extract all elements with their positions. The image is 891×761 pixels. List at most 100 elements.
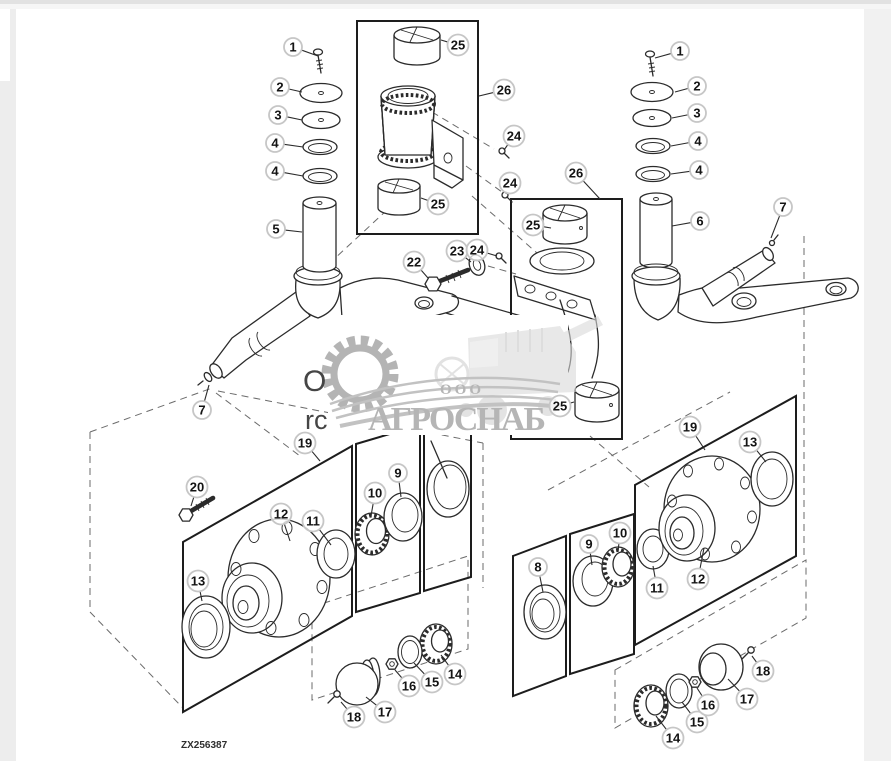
callout-number-11: 11 xyxy=(306,514,320,529)
hub-seal-13-right xyxy=(750,451,794,507)
callout-leader-18 xyxy=(340,701,348,710)
callout-leader-17 xyxy=(727,678,741,692)
cap-screw xyxy=(312,48,324,56)
knuckle-dome-right xyxy=(633,277,681,321)
callout-number-13: 13 xyxy=(743,435,757,450)
nut-16-left xyxy=(385,658,399,670)
callout-leader-25 xyxy=(420,197,429,202)
callout-ring-26 xyxy=(564,161,588,185)
callout-leader-19 xyxy=(311,450,321,462)
callout-ring-18 xyxy=(342,705,366,729)
callout-leader-22 xyxy=(420,269,429,279)
callout-ring-3 xyxy=(687,103,707,123)
hub-kit-box-19-left xyxy=(182,444,353,714)
callout-leader-8 xyxy=(539,575,544,593)
upper-cap-disc-right xyxy=(630,81,674,103)
bearing-cup-9-left xyxy=(383,492,423,542)
left-kingpin-stack xyxy=(299,48,343,273)
spindle-right xyxy=(701,249,776,307)
right-inset-box xyxy=(510,198,623,440)
callout-leader-9 xyxy=(589,552,593,566)
spindle-tip xyxy=(209,363,223,379)
callout-ring-14 xyxy=(661,726,685,750)
callout-number-4: 4 xyxy=(694,134,702,149)
callout-leader-15 xyxy=(413,662,426,675)
callout-leader-16 xyxy=(394,669,403,679)
callout-leader-16 xyxy=(696,687,703,697)
callout-ring-7 xyxy=(192,400,212,420)
callout-leader-17 xyxy=(365,696,378,706)
callout-ring-22 xyxy=(402,250,426,274)
callout-leader-9 xyxy=(398,481,402,498)
callout-ring-19 xyxy=(678,415,702,439)
callout-leader-13 xyxy=(756,449,767,463)
callout-ring-9 xyxy=(388,463,408,483)
callout-ring-6 xyxy=(690,211,710,231)
shim-disc-right xyxy=(632,108,672,128)
callout-number-24: 24 xyxy=(503,176,518,191)
callout-leader-10 xyxy=(370,503,374,517)
callout-number-17: 17 xyxy=(378,705,392,720)
callout-number-26: 26 xyxy=(569,166,583,181)
right-kingpin-assembly xyxy=(630,50,859,324)
knuckle-dome xyxy=(294,279,341,319)
callout-number-19: 19 xyxy=(298,436,312,451)
callout-number-22: 22 xyxy=(407,255,421,270)
callout-leader-14 xyxy=(655,715,668,731)
callout-number-7: 7 xyxy=(779,200,786,215)
callout-number-25: 25 xyxy=(526,218,540,233)
hub-kit-box-19-right xyxy=(634,394,797,647)
callout-number-20: 20 xyxy=(190,480,204,495)
swoosh-lines xyxy=(329,376,561,428)
callout-leader-25 xyxy=(440,39,449,43)
inset-frame xyxy=(356,20,479,235)
callout-number-4: 4 xyxy=(695,163,703,178)
hub-seal-13-left xyxy=(181,595,231,659)
callout-leader-3 xyxy=(286,116,303,121)
top-chrome-strip-light xyxy=(0,4,891,9)
right-bottom-dashed-box xyxy=(614,559,807,729)
callout-number-9: 9 xyxy=(585,537,592,552)
knuckle-bracket xyxy=(513,275,597,321)
callout-number-1: 1 xyxy=(289,40,296,55)
left-bottom-dashed-box xyxy=(311,555,469,701)
text-fragment-2: rc xyxy=(305,405,328,435)
callout-number-10: 10 xyxy=(368,486,382,501)
screw-24a xyxy=(498,147,506,155)
upper-cap-disc xyxy=(299,82,343,104)
callout-ring-19 xyxy=(293,431,317,455)
callout-number-15: 15 xyxy=(690,715,704,730)
callout-number-3: 3 xyxy=(274,108,281,123)
text-fragment-1: O xyxy=(303,365,326,398)
callout-leader-19 xyxy=(695,435,706,451)
callout-leader-12 xyxy=(699,547,705,569)
nut-16-right xyxy=(688,676,702,688)
gear-icon xyxy=(321,335,399,413)
callout-number-25: 25 xyxy=(553,399,567,414)
callout-number-18: 18 xyxy=(756,664,770,679)
left-hub-assembly xyxy=(178,407,472,714)
callout-leader-4 xyxy=(283,143,304,148)
callout-ring-16 xyxy=(696,693,720,717)
seal-box-right xyxy=(512,534,567,698)
callout-number-15: 15 xyxy=(425,675,439,690)
kingpin-boss-right xyxy=(631,266,681,286)
callout-number-1: 1 xyxy=(676,44,683,59)
bolt-22 xyxy=(424,276,442,292)
callout-ring-18 xyxy=(751,659,775,683)
callout-number-24: 24 xyxy=(470,243,485,258)
callout-number-17: 17 xyxy=(740,692,754,707)
callout-number-4: 4 xyxy=(271,136,279,151)
callout-ring-25 xyxy=(446,33,470,57)
bearing-box-right xyxy=(569,512,635,676)
callout-ring-25 xyxy=(548,394,572,418)
center-inset-box xyxy=(356,20,479,235)
callout-ring-17 xyxy=(373,700,397,724)
watermark: ООО АГРОСНАБ xyxy=(321,315,603,438)
callout-ring-13 xyxy=(186,569,210,593)
shim-disc xyxy=(301,110,341,130)
callout-leader-26 xyxy=(478,91,494,97)
callout-ring-14 xyxy=(443,662,467,686)
